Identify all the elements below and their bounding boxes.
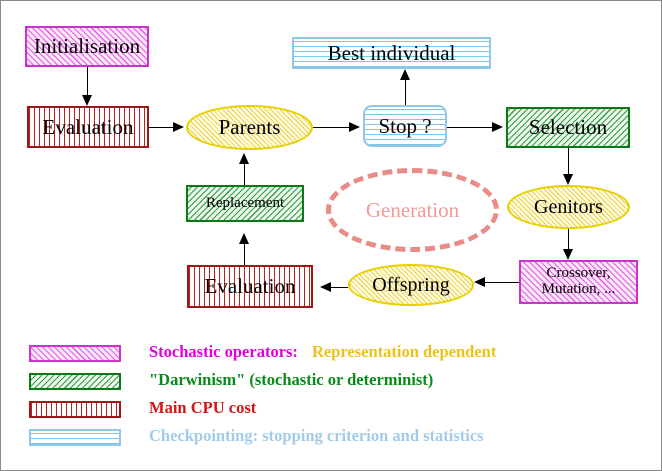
edge-genitors-to-crossover (568, 229, 569, 251)
node-generation-label: Generation (365, 197, 460, 222)
node-stop-label: Stop ? (378, 113, 432, 138)
node-parents-label: Parents (218, 115, 281, 140)
edge-selection-to-genitors-arrowhead (562, 174, 573, 185)
edge-init-to-eval-arrowhead (81, 95, 92, 106)
edge-eval-to-parents (149, 127, 175, 128)
edge-init-to-eval (87, 67, 88, 96)
legend-label-representation-dependent: Representation dependent (311, 342, 497, 361)
node-best-individual-label: Best individual (327, 40, 456, 65)
legend-label-stochastic-operators: Stochastic operators: Representation depe… (149, 342, 496, 362)
edge-parents-to-stop-arrowhead (349, 121, 360, 132)
edge-offspring-to-eval (331, 287, 348, 288)
edge-crossover-to-offspring-arrowhead (474, 276, 485, 287)
node-best-individual[interactable]: Best individual (292, 37, 491, 69)
legend-swatch-red-vertical-hatch-icon (29, 401, 121, 418)
legend-label-darwinism: "Darwinism" (stochastic or determinist) (149, 370, 434, 389)
node-parents[interactable]: Parents (186, 105, 313, 150)
legend-label-main-cpu-cost: Main CPU cost (149, 398, 257, 417)
edge-parents-to-stop (313, 127, 351, 128)
edge-eval-to-parents-arrowhead (173, 121, 184, 132)
edge-eval-to-replacement (244, 235, 245, 265)
node-evaluation-bottom-label: Evaluation (204, 274, 296, 299)
node-generation: Generation (326, 168, 499, 252)
node-selection[interactable]: Selection (506, 107, 630, 148)
node-crossover-mutation-label: Crossover, Mutation, ... (541, 265, 616, 297)
edge-crossover-to-offspring (485, 282, 519, 283)
node-crossover-mutation[interactable]: Crossover, Mutation, ... (519, 260, 638, 304)
edge-selection-to-genitors (568, 148, 569, 176)
node-offspring[interactable]: Offspring (348, 264, 474, 306)
node-genitors-label: Genitors (534, 195, 603, 218)
edge-stop-to-best (405, 71, 406, 105)
node-evaluation-top-label: Evaluation (42, 114, 134, 139)
node-offspring-label: Offspring (372, 273, 450, 296)
node-genitors[interactable]: Genitors (507, 185, 630, 229)
node-evaluation-top[interactable]: Evaluation (27, 106, 149, 148)
legend-swatch-blue-horizontal-hatch-icon (29, 429, 121, 446)
node-initialisation-label: Initialisation (33, 34, 141, 59)
edge-replacement-to-parents-arrowhead (238, 153, 249, 164)
node-initialisation[interactable]: Initialisation (25, 26, 149, 67)
node-selection-label: Selection (528, 115, 608, 140)
edge-stop-to-selection (447, 127, 494, 128)
node-stop[interactable]: Stop ? (363, 105, 447, 147)
edge-replacement-to-parents (244, 164, 245, 185)
legend-swatch-magenta-diagonal-hatch-icon (29, 345, 121, 362)
edge-genitors-to-crossover-arrowhead (562, 249, 573, 260)
edge-offspring-to-eval-arrowhead (320, 281, 331, 292)
legend-swatch-green-diagonal-hatch-icon (29, 373, 121, 390)
edge-stop-to-best-arrowhead (399, 69, 410, 80)
node-replacement-label: Replacement (205, 194, 285, 211)
edge-stop-to-selection-arrowhead (492, 121, 503, 132)
node-evaluation-bottom[interactable]: Evaluation (187, 265, 313, 308)
edge-eval-to-replacement-arrowhead (238, 233, 249, 244)
legend-label-stochastic-operators-text: Stochastic operators: (149, 342, 298, 361)
node-replacement[interactable]: Replacement (186, 185, 304, 222)
legend-label-checkpointing: Checkpointing: stopping criterion and st… (149, 426, 484, 445)
